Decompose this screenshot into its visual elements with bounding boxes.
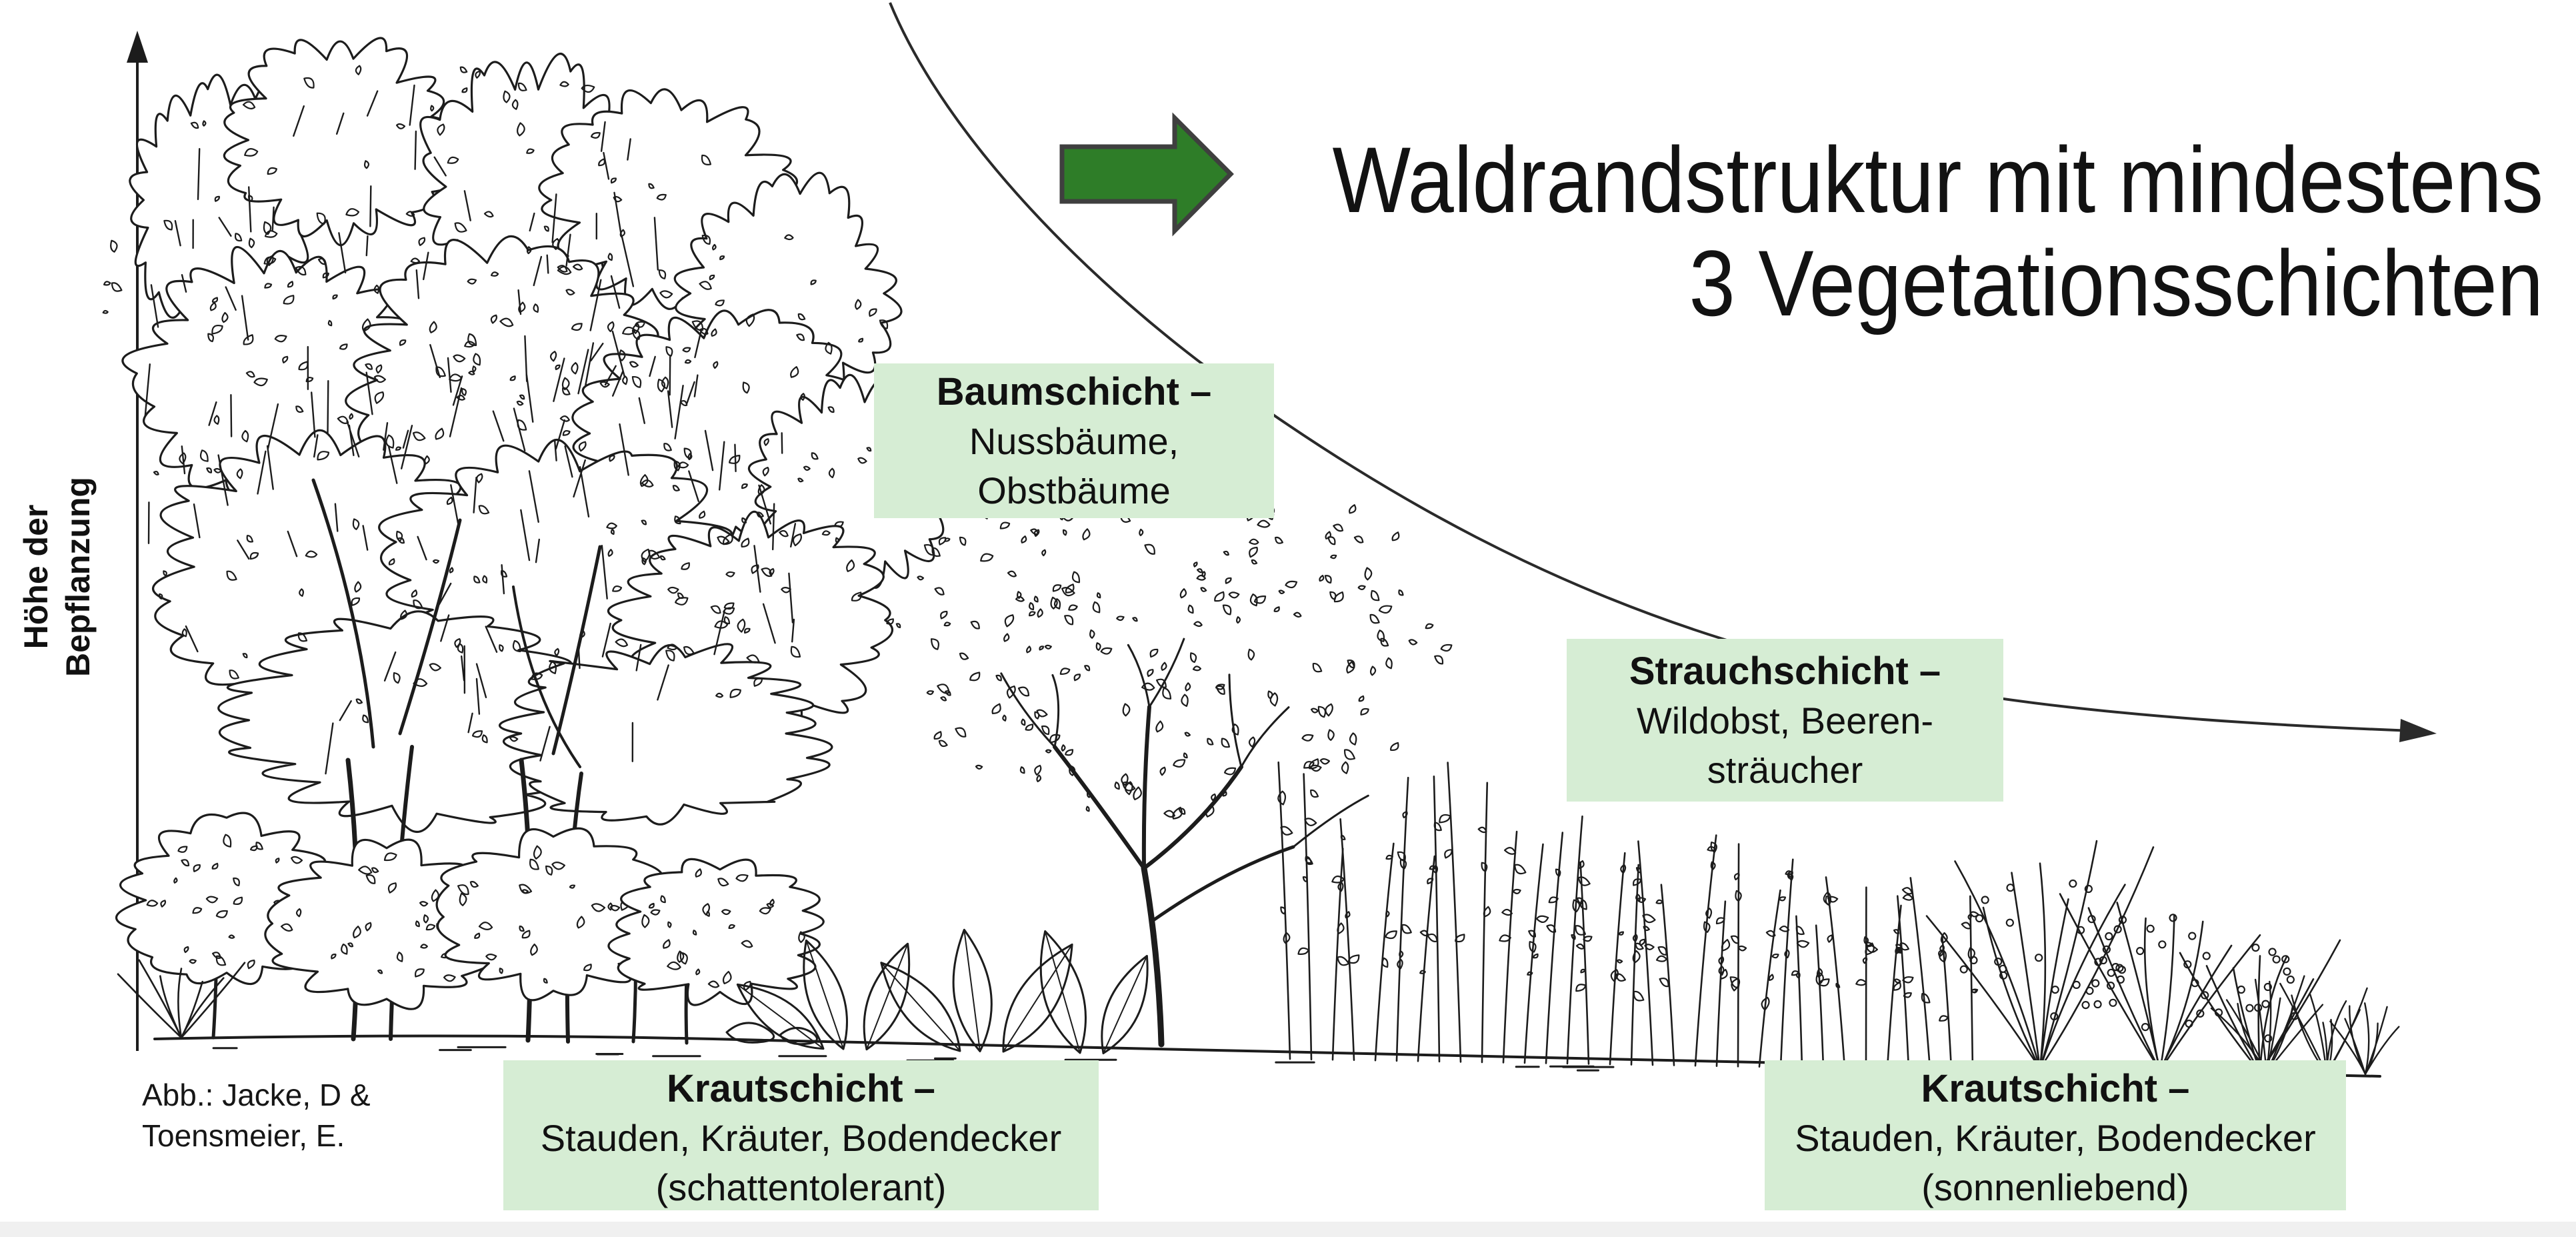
label-box-strauchschicht: Strauchschicht – Wildobst, Beeren- sträu… [1567,639,2003,802]
attribution: Abb.: Jacke, D & Toensmeier, E. [142,1075,371,1156]
label-box-krautschicht-schattentolerant: Krautschicht – Stauden, Kräuter, Bodende… [503,1060,1099,1210]
attribution-line1: Abb.: Jacke, D & [142,1078,371,1112]
krautschicht-shade-line1: Stauden, Kräuter, Bodendecker [540,1117,1062,1159]
main-title-line1: Waldrandstruktur mit mindestens [1332,127,2543,232]
baumschicht-line1: Nussbäume, [969,420,1179,462]
strauchschicht-line2: sträucher [1707,749,1863,791]
baumschicht-title: Baumschicht – [936,370,1212,413]
descending-curve [889,2,2413,732]
krautschicht-sun-title: Krautschicht – [1921,1067,2190,1110]
strauchschicht-line1: Wildobst, Beeren- [1636,700,1934,742]
label-box-krautschicht-sonnenliebend: Krautschicht – Stauden, Kräuter, Bodende… [1765,1060,2346,1210]
baumschicht-line2: Obstbäume [977,469,1171,511]
krautschicht-shade-title: Krautschicht – [667,1067,935,1110]
strauchschicht-title: Strauchschicht – [1629,650,1941,693]
y-axis-label-line1: Höhe der [17,504,55,650]
axis-up-arrow-icon [127,31,148,63]
label-box-baumschicht: Baumschicht – Nussbäume, Obstbäume [874,363,1274,518]
main-title: Waldrandstruktur mit mindestens 3 Vegeta… [1332,128,2543,335]
forward-arrow-icon [1059,112,1234,237]
main-title-line2: 3 Vegetationsschichten [1689,231,2543,335]
krautschicht-shade-line2: (schattentolerant) [655,1166,947,1208]
footer-strip [0,1222,2576,1237]
curve-arrowhead-icon [2399,719,2437,742]
vegetation-sketch [102,37,2400,1078]
y-axis-label: Höhe der Bepflanzung [15,437,102,717]
y-axis-label-line2: Bepflanzung [59,477,97,677]
krautschicht-sun-line2: (sonnenliebend) [1921,1166,2189,1208]
attribution-line2: Toensmeier, E. [142,1118,345,1153]
krautschicht-sun-line1: Stauden, Kräuter, Bodendecker [1795,1117,2316,1159]
